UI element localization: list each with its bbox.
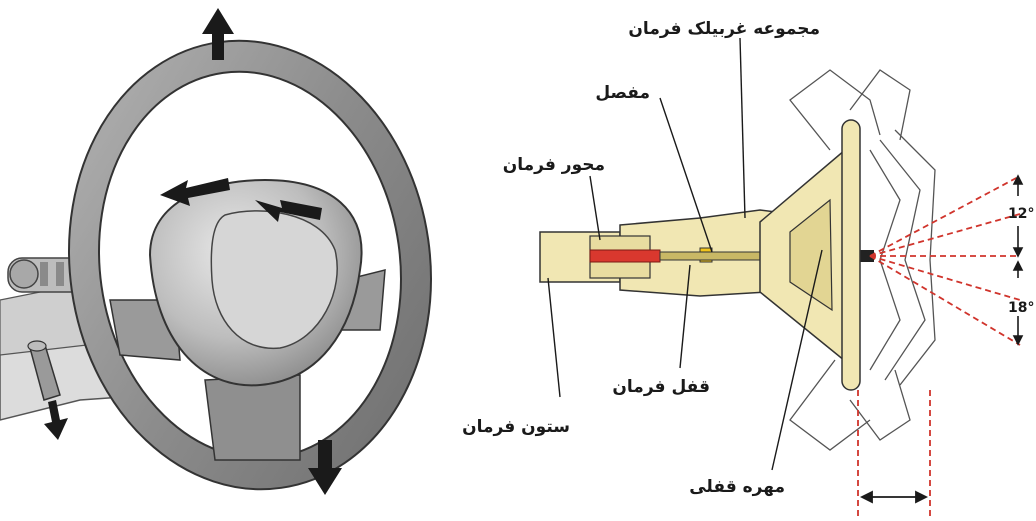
steering-column-section: مجموعه غربیلک فرمان مفصل محور فرمان قفل … — [462, 19, 1034, 520]
label-steering-wheel-assembly: مجموعه غربیلک فرمان — [628, 19, 820, 39]
label-joint: مفصل — [595, 83, 650, 103]
label-steering-shaft: محور فرمان — [503, 155, 605, 175]
label-steering-lock: قفل فرمان — [612, 377, 710, 397]
wheel-plate — [842, 120, 860, 390]
angle-label-lower: 18° — [1008, 300, 1034, 316]
steering-shaft — [590, 250, 660, 262]
label-lock-nut: مهره قفلی — [689, 477, 785, 497]
steering-wheel-illustration — [0, 8, 460, 513]
telescopic-arrow-icon — [862, 492, 926, 502]
tilt-angle-lines — [858, 176, 1020, 520]
label-steering-column: ستون فرمان — [462, 417, 570, 437]
angle-label-upper: 12° — [1008, 206, 1034, 222]
